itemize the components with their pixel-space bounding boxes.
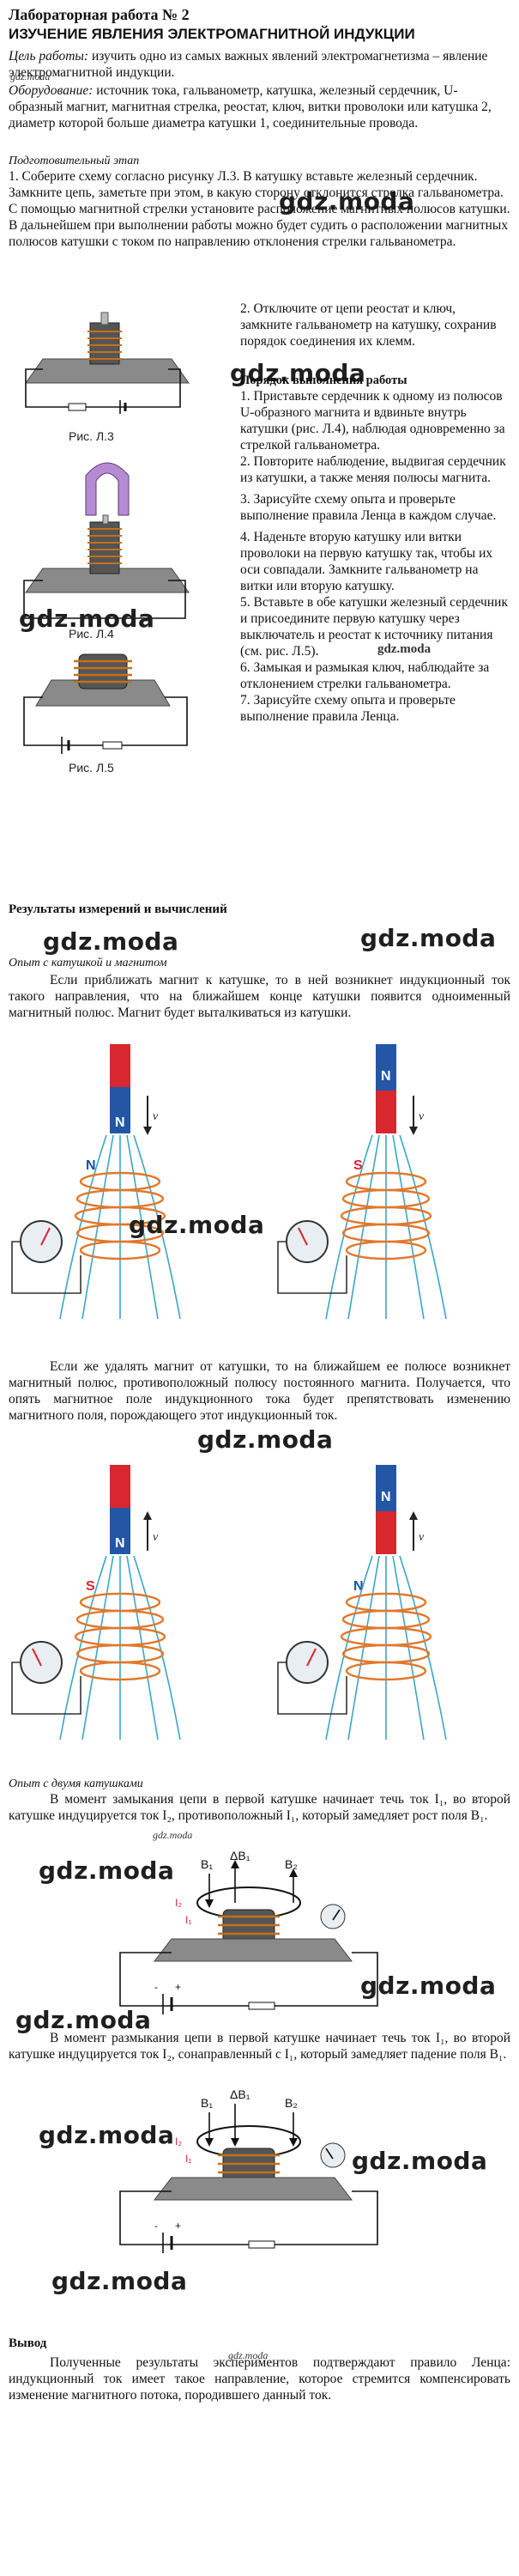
pole-label: N: [115, 1536, 125, 1551]
experiment-1-label: Опыт с катушкой и магнитом: [9, 957, 167, 969]
figure-l4: [23, 462, 190, 619]
lab-title: Лабораторная работа № 2: [9, 6, 190, 23]
figure-l5: [23, 653, 188, 754]
field-label: B₁: [201, 2096, 213, 2110]
equipment-block: Оборудование: источник тока, гальваномет…: [9, 82, 510, 131]
conclusion-text: Полученные результаты экспериментов подт…: [9, 2355, 510, 2403]
procedure-step-4: 4. Наденьте вторую катушку или витки про…: [240, 530, 493, 593]
magnet-diagram-remove: N v S N v N: [11, 1465, 447, 1741]
experiment-2-text-1: В момент замыкания цепи в первой катушке…: [9, 1792, 510, 1823]
watermark: gdz.moda: [51, 2267, 188, 2295]
equipment-text: источник тока, гальванометр, катушка, же…: [9, 83, 492, 131]
field-change-label: ΔB₁: [230, 1849, 250, 1862]
velocity-label: v: [419, 1531, 425, 1544]
equipment-label: Оборудование:: [9, 83, 94, 98]
procedure-step-3: 3. Зарисуйте схему опыта и проверьте вып…: [240, 492, 497, 523]
polarity-label: +: [175, 2220, 181, 2232]
polarity-label: +: [175, 1981, 181, 1993]
pole-label: N: [353, 1579, 364, 1594]
watermark: gdz.moda: [360, 924, 497, 952]
figure-l4-caption: Рис. Л.4: [69, 627, 114, 641]
current-label: I₂: [175, 2136, 182, 2148]
watermark: gdz.moda: [279, 187, 415, 216]
pole-label: S: [353, 1158, 363, 1173]
goal-text: изучить одно из самых важных явлений эле…: [9, 49, 488, 80]
watermark: gdz.moda: [19, 605, 155, 633]
pole-label: N: [381, 1069, 391, 1084]
watermark: gdz.moda: [360, 1971, 497, 2000]
field-change-label: ΔB₁: [230, 2087, 250, 2101]
current-label: I₁: [185, 1914, 191, 1926]
watermark: gdz.moda: [352, 2147, 488, 2175]
watermark: gdz.moda: [197, 1425, 334, 1454]
velocity-label: v: [419, 1110, 425, 1123]
watermark: gdz.moda: [43, 927, 179, 956]
watermark: gdz.moda: [15, 2006, 152, 2034]
figure-l3-caption: Рис. Л.3: [69, 429, 114, 443]
experiment-2-text-2: В момент размыкания цепи в первой катушк…: [9, 2031, 510, 2062]
figure-l3: [25, 312, 190, 414]
watermark: gdz.moda: [230, 359, 366, 387]
field-label: B₁: [201, 1857, 213, 1871]
pole-label: N: [115, 1115, 125, 1130]
two-coils-diagram-open: ΔB₁ B₁ B₂ I₂ I₁ - +: [119, 2087, 378, 2253]
velocity-label: v: [153, 1531, 159, 1544]
pole-label: S: [86, 1579, 95, 1594]
polarity-label: -: [154, 1981, 158, 1993]
pole-label: N: [381, 1490, 391, 1504]
watermark: gdz.moda: [39, 2121, 175, 2149]
velocity-label: v: [153, 1110, 159, 1123]
prep-step-2: 2. Отключите от цепи реостат и ключ, зам…: [240, 301, 497, 349]
figure-l5-caption: Рис. Л.5: [69, 761, 114, 775]
prep-label: Подготовительный этап: [9, 155, 140, 167]
goal-block: Цель работы: изучить одно из самых важны…: [9, 48, 510, 81]
pole-label: N: [86, 1158, 96, 1173]
magnet-diagram-approach: N v N N v S: [11, 1044, 447, 1320]
current-label: I₂: [175, 1897, 182, 1909]
watermark-small: gdz.moda: [153, 1829, 193, 1841]
prep-step-1: 1. Соберите схему согласно рисунку Л.3. …: [9, 169, 510, 249]
procedure-step-6: 6. Замыкая и размыкая ключ, наблюдайте з…: [240, 660, 490, 691]
procedure-title: Порядок выполнения работы: [240, 374, 407, 387]
goal-label: Цель работы:: [9, 49, 89, 64]
watermark-small: gdz.moda: [10, 70, 51, 82]
results-title: Результаты измерений и вычислений: [9, 902, 227, 916]
field-label: B₂: [285, 1857, 298, 1871]
experiment-1-text-2: Если же удалять магнит от катушки, то на…: [9, 1359, 510, 1423]
watermark-small: gdz.moda: [228, 2349, 269, 2361]
current-label: I₁: [185, 2153, 191, 2165]
watermark: gdz.moda: [129, 1211, 265, 1239]
procedure-step-2: 2. Повторите наблюдение, выдвигая сердеч…: [240, 454, 506, 485]
watermark: gdz.moda: [39, 1856, 175, 1885]
field-label: B₂: [285, 2096, 298, 2110]
conclusion-title: Вывод: [9, 2336, 47, 2350]
procedure-step-1: 1. Приставьте сердечник к одному из полю…: [240, 389, 505, 453]
polarity-label: -: [154, 2220, 158, 2232]
experiment-1-text-1: Если приближать магнит к катушке, то в н…: [9, 973, 510, 1020]
experiment-2-label: Опыт с двумя катушками: [9, 1777, 143, 1790]
procedure-step-7: 7. Зарисуйте схему опыта и проверьте вып…: [240, 693, 456, 724]
two-coils-diagram-close: ΔB₁ B₁ B₂ I₂ I₁ - +: [119, 1849, 378, 2014]
lab-subtitle: ИЗУЧЕНИЕ ЯВЛЕНИЯ ЭЛЕКТРОМАГНИТНОЙ ИНДУКЦ…: [9, 26, 415, 42]
procedure-step-5: 5. Вставьте в обе катушки железный серде…: [240, 595, 508, 659]
watermark-small: gdz.moda: [377, 642, 431, 656]
